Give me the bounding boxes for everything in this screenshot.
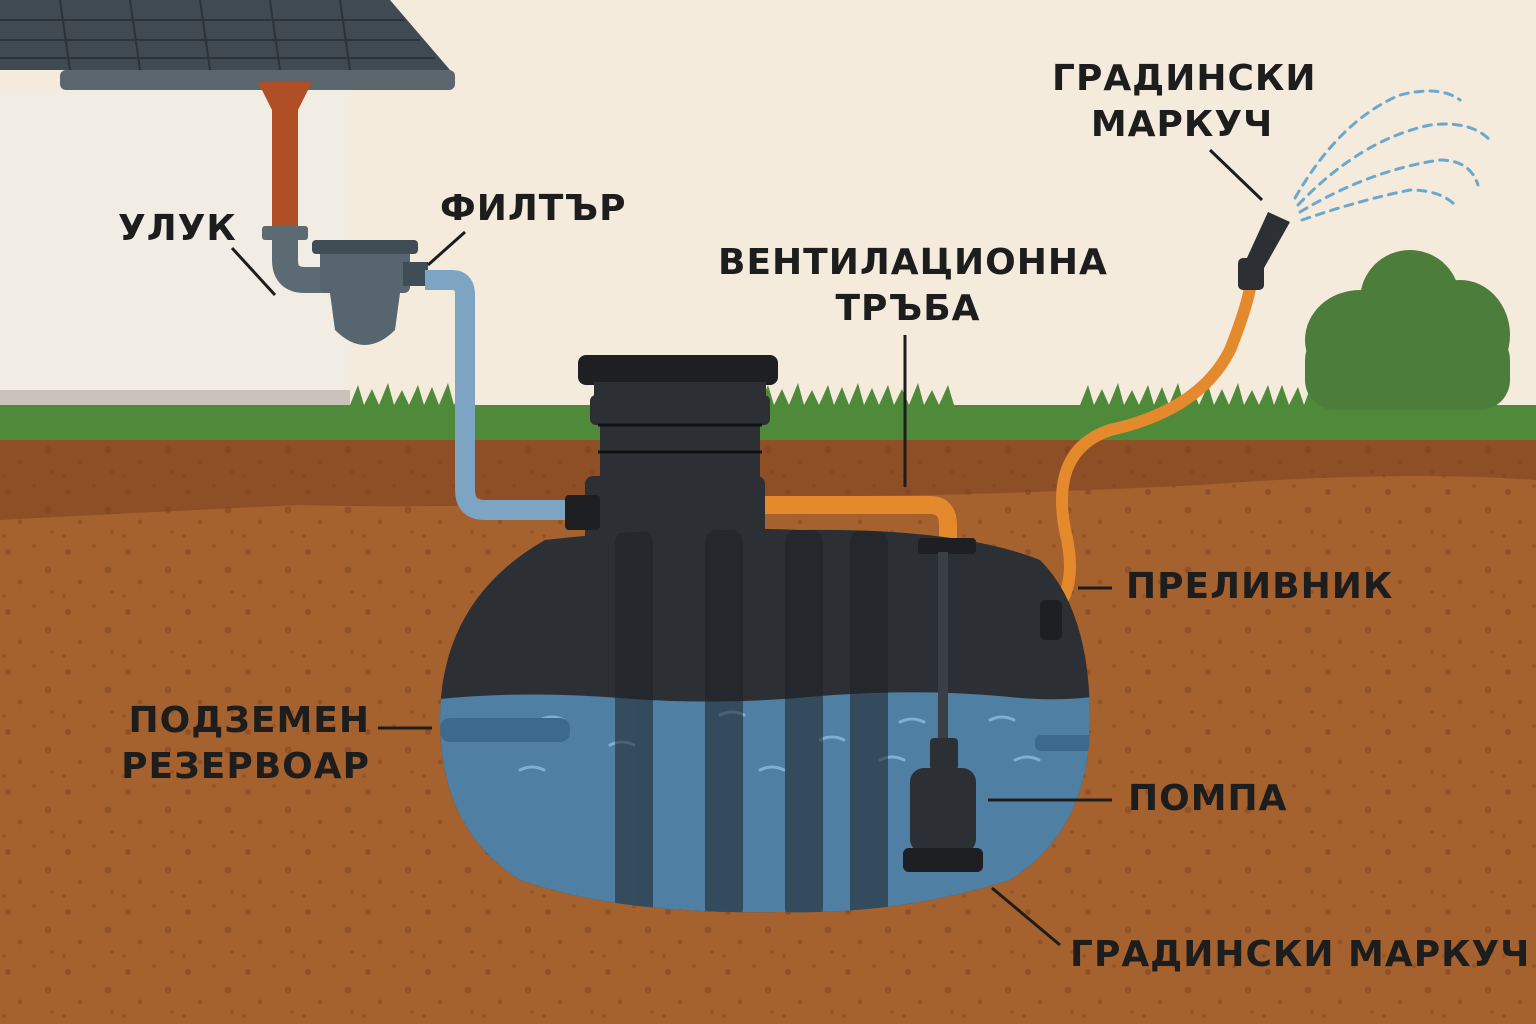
label-underground-tank: ПОДЗЕМЕН РЕЗЕРВОАР	[121, 700, 370, 787]
label-pump: ПОМПА	[1128, 778, 1288, 819]
downpipe	[258, 82, 325, 293]
pump	[903, 538, 983, 872]
garden-hose	[1044, 269, 1258, 621]
soil	[0, 440, 1536, 1024]
inlet-pipe	[425, 270, 575, 520]
label-gutter: УЛУК	[118, 208, 237, 249]
vent-pipe	[755, 496, 957, 545]
label-filter: ФИЛТЪР	[440, 188, 627, 229]
bush	[1305, 250, 1510, 410]
leader-lines	[230, 148, 1264, 947]
water-spray	[1293, 89, 1492, 222]
filter-unit	[312, 240, 428, 345]
label-garden-hose-top: ГРАДИНСКИ МАРКУЧ	[1052, 58, 1317, 145]
label-garden-hose-bottom: ГРАДИНСКИ МАРКУЧ	[1070, 934, 1531, 975]
label-overflow: ПРЕЛИВНИК	[1126, 566, 1394, 607]
label-vent-pipe: ВЕНТИЛАЦИОННА ТРЪБА	[718, 242, 1108, 329]
hose-nozzle	[1238, 212, 1290, 290]
